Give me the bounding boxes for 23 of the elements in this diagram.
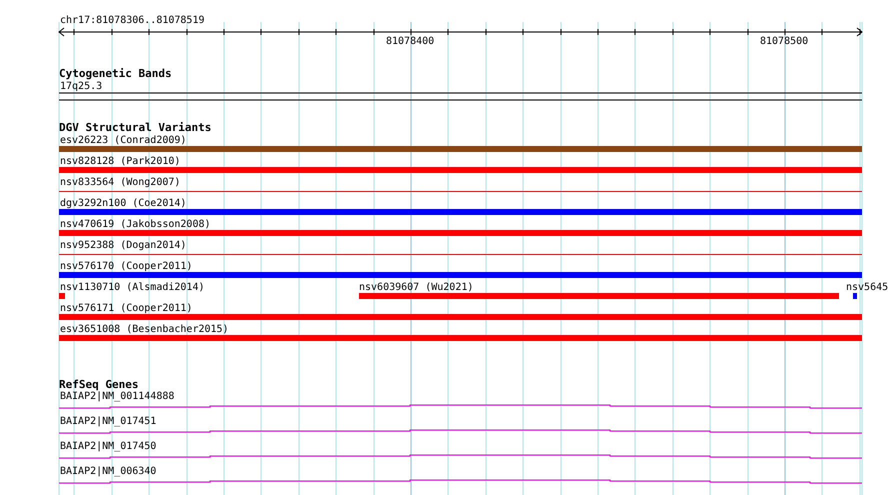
variant-label: esv26223 (Conrad2009) <box>60 135 186 146</box>
variant-label: nsv828128 (Park2010) <box>60 156 180 167</box>
band-label: 17q25.3 <box>60 81 102 92</box>
track-title: RefSeq Genes <box>59 379 138 390</box>
gene-label: BAIAP2|NM_017451 <box>60 416 156 427</box>
variant-label: nsv470619 (Jakobsson2008) <box>60 219 211 230</box>
variant-label: esv3651008 (Besenbacher2015) <box>60 324 229 335</box>
track-title: Cytogenetic Bands <box>59 68 172 79</box>
variant-label: nsv952388 (Dogan2014) <box>60 240 186 251</box>
gene-label: BAIAP2|NM_006340 <box>60 466 156 477</box>
variant-label: nsv1130710 (Alsmadi2014) <box>60 282 204 293</box>
tick-label: 81078500 <box>760 36 808 47</box>
variant-label: nsv833564 (Wong2007) <box>60 177 180 188</box>
variant-label: nsv6039607 (Wu2021) <box>359 282 474 293</box>
variant-label: nsv576170 (Cooper2011) <box>60 261 192 272</box>
variant-label: nsv5645 <box>846 282 888 293</box>
region-label: chr17:81078306..81078519 <box>60 15 204 26</box>
gene-label: BAIAP2|NM_001144888 <box>60 391 174 402</box>
variant-label: dgv3292n100 (Coe2014) <box>60 198 186 209</box>
tick-label: 81078400 <box>386 36 434 47</box>
gene-label: BAIAP2|NM_017450 <box>60 441 156 452</box>
variant-label: nsv576171 (Cooper2011) <box>60 303 192 314</box>
track-title: DGV Structural Variants <box>59 122 212 133</box>
